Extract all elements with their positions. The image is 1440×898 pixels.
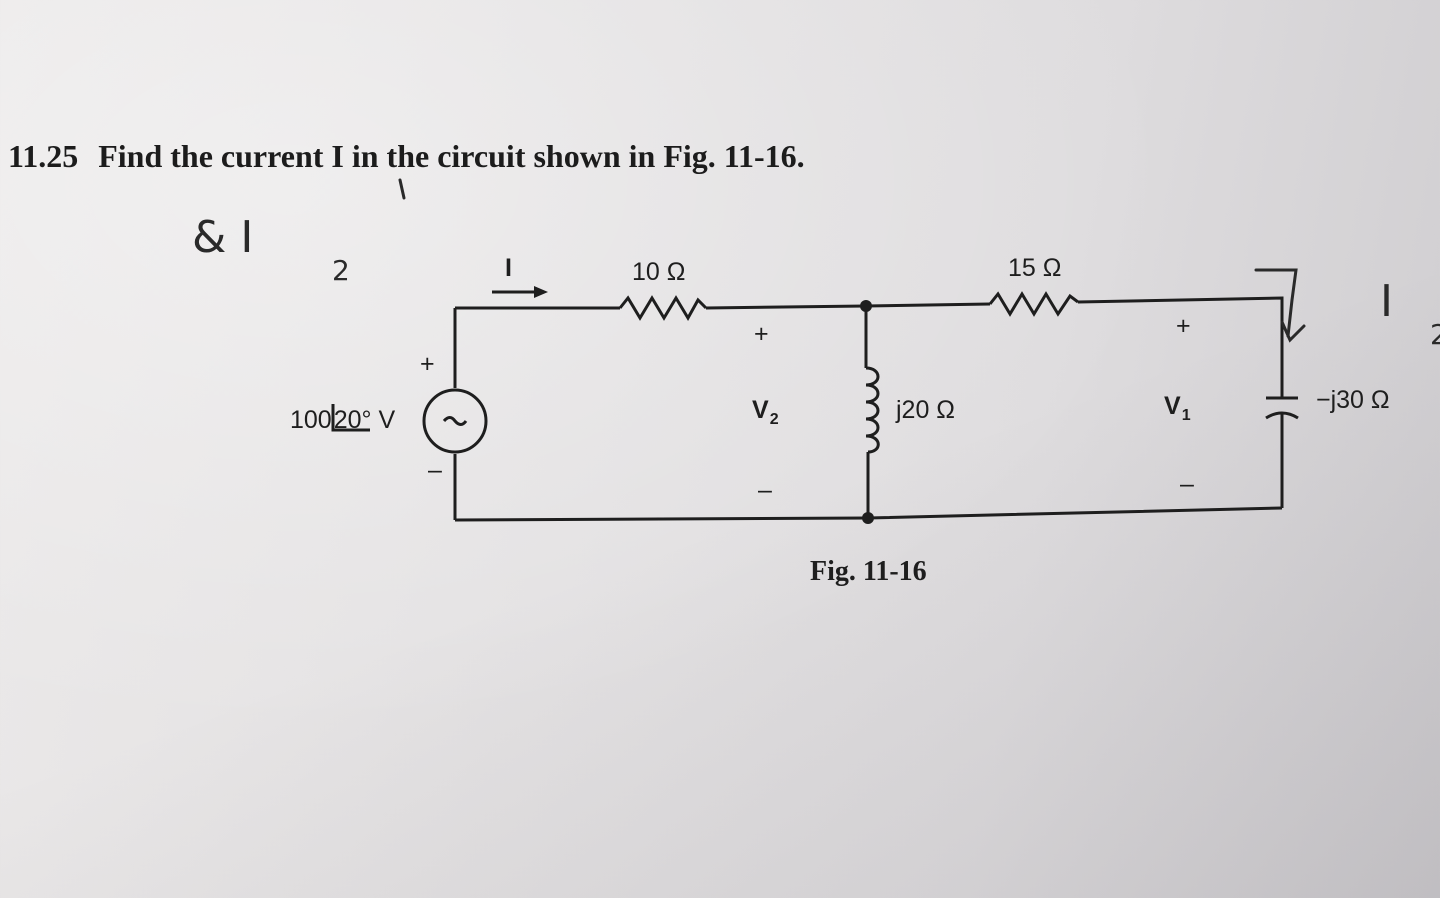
resistor-10-icon <box>618 295 708 321</box>
bottom-node <box>862 512 874 524</box>
handwritten-subscript: 2 <box>332 254 350 287</box>
source-magnitude-value: 100 <box>290 406 332 434</box>
problem-statement: 11.25 Find the current I in the circuit s… <box>8 138 805 175</box>
problem-text: Find the current I in the circuit shown … <box>98 138 805 174</box>
handwritten-i-symbol: I <box>240 212 254 263</box>
handwritten-prefix: & <box>192 212 227 263</box>
inductor-label: j20 Ω <box>895 396 955 424</box>
r1-label: 10 Ω <box>632 258 685 286</box>
ac-source-icon <box>422 388 488 454</box>
v1-label: V1 <box>1164 392 1191 424</box>
inductor-icon <box>865 366 880 454</box>
handwritten-arrow-icon <box>1280 320 1306 343</box>
capacitor-plate-bottom <box>1265 411 1299 420</box>
current-arrow-icon <box>492 286 548 298</box>
handwritten-i-symbol-right: I <box>1380 276 1393 327</box>
handwritten-bracket-icon <box>1254 268 1298 338</box>
ac-source-symbol <box>442 416 468 426</box>
source-plus: + <box>420 350 435 378</box>
resistor-15-icon <box>988 291 1079 317</box>
capacitor-label: −j30 Ω <box>1316 386 1390 414</box>
handwritten-note-left: & I 2 <box>192 212 350 287</box>
v2-plus: + <box>754 320 769 348</box>
v1-minus: – <box>1180 470 1194 498</box>
handwritten-note-right: I 2 <box>1380 276 1440 351</box>
figure-caption: Fig. 11-16 <box>810 556 927 587</box>
v2-minus: – <box>758 476 772 504</box>
handwritten-subscript-right: 2 <box>1430 318 1440 351</box>
problem-number: 11.25 <box>8 138 79 174</box>
r2-label: 15 Ω <box>1008 254 1061 282</box>
middle-branch-wire <box>864 306 870 518</box>
source-minus: – <box>428 456 442 484</box>
top-node <box>860 300 872 312</box>
current-label: I <box>505 254 512 282</box>
phasor-angle-icon <box>331 404 370 432</box>
v1-plus: + <box>1176 312 1191 340</box>
handwritten-tick <box>398 178 406 200</box>
v2-label: V2 <box>752 396 779 428</box>
